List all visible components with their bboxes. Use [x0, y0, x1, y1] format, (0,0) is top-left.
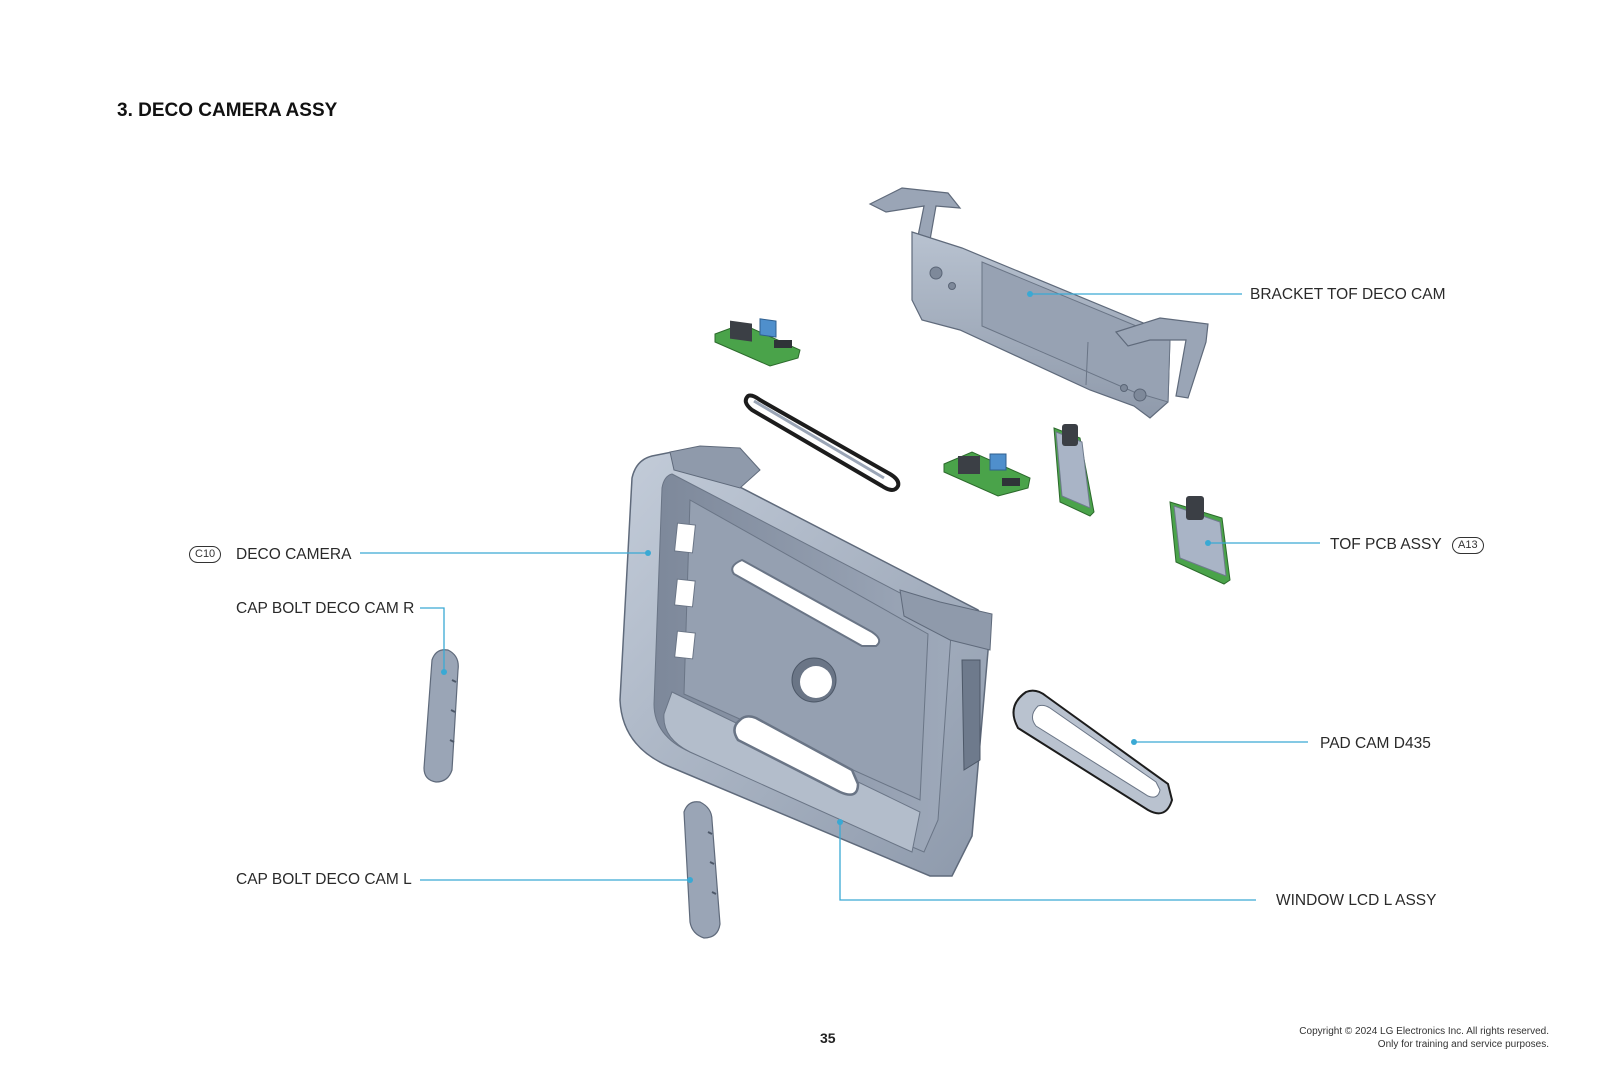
label-tof-pcb-assy: TOF PCB ASSY: [1330, 536, 1442, 553]
copyright-line-1: Copyright © 2024 LG Electronics Inc. All…: [1299, 1026, 1549, 1037]
camera-pcb-top-part: [714, 318, 801, 367]
tof-pcb-upper-part: [1053, 424, 1095, 517]
label-pad-cam-d435: PAD CAM D435: [1320, 735, 1431, 752]
label-window-lcd-l-assy: WINDOW LCD L ASSY: [1276, 892, 1437, 909]
page-number: 35: [820, 1030, 836, 1046]
leader-cap-bolt-r: [420, 607, 445, 672]
copyright-line-2: Only for training and service purposes.: [1377, 1039, 1549, 1050]
copyright-notice: Copyright © 2024 LG Electronics Inc. All…: [1299, 1025, 1549, 1051]
label-cap-bolt-deco-cam-l: CAP BOLT DECO CAM L: [236, 871, 412, 888]
camera-pcb-middle-part: [943, 451, 1031, 497]
badge-c10: C10: [189, 546, 222, 563]
cap-bolt-deco-cam-l-part: [683, 801, 721, 939]
page-title: 3. DECO CAMERA ASSY: [117, 100, 338, 121]
leader-dots: [441, 291, 1211, 883]
deco-camera-frame-part: [619, 445, 993, 877]
gasket-strip-part: [743, 393, 901, 492]
badge-a13: A13: [1452, 537, 1484, 554]
label-deco-camera: DECO CAMERA: [236, 546, 352, 563]
leader-window-lcd: [839, 822, 1256, 901]
tof-pcb-lower-part: [1169, 496, 1231, 585]
bracket-tof-deco-cam-part: [868, 187, 1209, 419]
label-cap-bolt-deco-cam-r: CAP BOLT DECO CAM R: [236, 600, 415, 617]
leader-lines: [360, 293, 1320, 901]
pad-cam-d435-part: [1012, 689, 1174, 815]
cap-bolt-deco-cam-r-part: [423, 649, 459, 783]
label-bracket-tof-deco-cam: BRACKET TOF DECO CAM: [1250, 286, 1446, 303]
